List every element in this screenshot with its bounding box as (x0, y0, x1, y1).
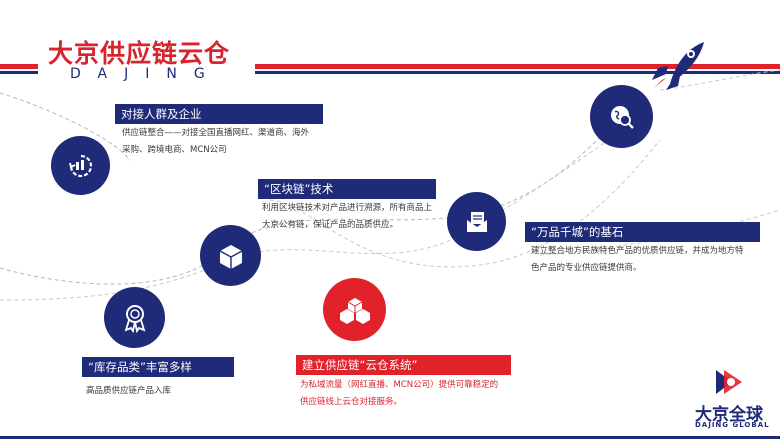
item-desc-3: 建立整合地方民族特色产品的优质供应链，并成为地方特 色产品的专业供应链提供商。 (531, 243, 771, 277)
item-title-1: 对接人群及企业 (115, 104, 323, 124)
item-desc-3-line-1: 建立整合地方民族特色产品的优质供应链，并成为地方特 (531, 246, 744, 256)
item-desc-1-line-2: 采购、跨境电商、MCN公司 (122, 145, 227, 155)
item-desc-2-line-2: 大京公有链，保证产品的品质供应。 (262, 220, 399, 230)
item-title-2: “区块链”技术 (258, 179, 436, 199)
brand-subtitle: DAJING GLOBAL (695, 421, 770, 429)
item-desc-2: 利用区块链技术对产品进行溯源，所有商品上 大京公有链，保证产品的品质供应。 (262, 200, 472, 234)
bottom-stripe (0, 436, 780, 439)
item-title-3: “万品千城”的基石 (525, 222, 760, 242)
item-desc-4-line-1: 高品质供应链产品入库 (86, 386, 172, 396)
item-desc-1-line-1: 供应链整合——对接全国直播网红、渠道商、海外 (122, 128, 310, 138)
item-desc-4: 高品质供应链产品入库 (86, 383, 286, 400)
cube-icon (200, 225, 261, 286)
header-stripe-left (0, 64, 38, 69)
item-desc-5-line-2: 供应链线上云仓对接服务。 (300, 397, 403, 407)
item-title-5: 建立供应链“云仓系统” (296, 355, 511, 375)
page-subtitle: DAJING (70, 66, 222, 82)
globe-search-icon (590, 85, 653, 148)
rocket-icon (648, 40, 706, 94)
item-desc-3-line-2: 色产品的专业供应链提供商。 (531, 263, 642, 273)
page-title: 大京供应链云仓 (48, 39, 231, 68)
brand-logo-icon (714, 368, 744, 400)
mail-icon (447, 192, 506, 251)
header-stripe-right-blue (255, 71, 780, 74)
cycle-icon (51, 136, 110, 195)
boxes-icon (323, 278, 386, 341)
item-title-4: “库存品类”丰富多样 (82, 357, 234, 377)
item-desc-5-line-1: 为私域流量（网红直播、MCN公司）提供可靠稳定的 (300, 380, 499, 390)
header-stripe-left-blue (0, 71, 38, 74)
award-icon (104, 287, 165, 348)
header-stripe-right (255, 64, 780, 69)
brand-name: 大京全球 (695, 405, 763, 425)
item-desc-2-line-1: 利用区块链技术对产品进行溯源，所有商品上 (262, 203, 433, 213)
item-desc-5: 为私域流量（网红直播、MCN公司）提供可靠稳定的 供应链线上云仓对接服务。 (300, 377, 530, 411)
item-desc-1: 供应链整合——对接全国直播网红、渠道商、海外 采购、跨境电商、MCN公司 (122, 125, 342, 159)
